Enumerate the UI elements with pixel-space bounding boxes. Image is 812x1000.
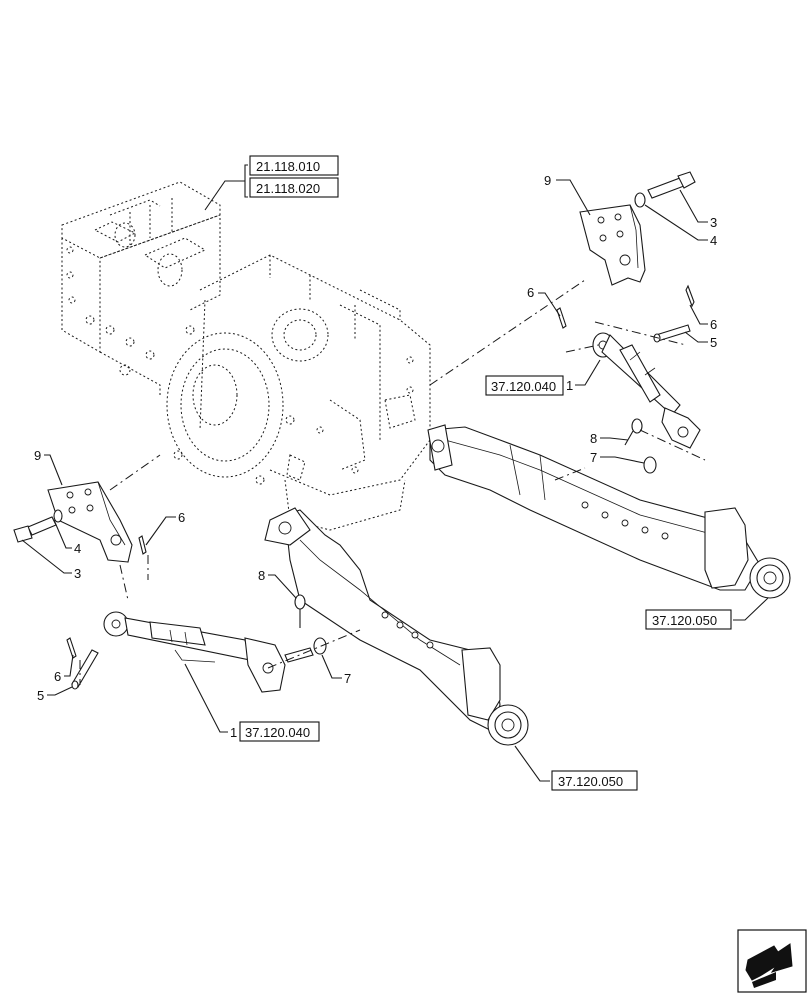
linch-pin-left: [294, 594, 306, 628]
callout-1-left: 1: [230, 725, 237, 740]
callout-9-right: 9: [544, 173, 551, 188]
callout-6-left-b: 6: [54, 669, 61, 684]
callout-8-right: 8: [590, 431, 597, 446]
lower-arm-left: [264, 507, 529, 746]
leader-lines: [21, 164, 769, 782]
callout-6-right-a: 6: [527, 285, 534, 300]
callout-4-right: 4: [710, 233, 717, 248]
callout-3-right: 3: [710, 215, 717, 230]
reference-37-120-040-right[interactable]: 37.120.040: [485, 375, 564, 396]
washer-right: [643, 456, 657, 474]
callout-8-left: 8: [258, 568, 265, 583]
clip-left-upper: [138, 535, 147, 555]
callouts: 9 3 4 6 6 5 1 8 7 9 4 3 6 8 6 5 7 1: [34, 173, 717, 740]
clip-right-upper: [685, 284, 695, 308]
callout-5-left: 5: [37, 688, 44, 703]
lower-arm-right: [427, 424, 791, 599]
linch-pin-right: [624, 418, 643, 446]
reference-37-120-040-left[interactable]: 37.120.040: [239, 721, 320, 742]
callout-6-left-a: 6: [178, 510, 185, 525]
callout-1-right: 1: [566, 378, 573, 393]
callout-9-left: 9: [34, 448, 41, 463]
callout-5-right: 5: [710, 335, 717, 350]
reference-37-120-050-right-text: 37.120.050: [652, 613, 717, 628]
reference-37-120-040-left-text: 37.120.040: [245, 725, 310, 740]
reference-37-120-050-right[interactable]: 37.120.050: [645, 609, 732, 630]
reference-21-118-020-text: 21.118.020: [256, 181, 320, 196]
next-page-arrow-icon[interactable]: [737, 929, 807, 993]
pin-left: [71, 649, 99, 690]
reference-21-118-020[interactable]: 21.118.020: [249, 177, 339, 198]
bolt-left: [13, 509, 63, 543]
callout-4-left: 4: [74, 541, 81, 556]
callout-7-right: 7: [590, 450, 597, 465]
top-link-right: [592, 332, 701, 449]
top-link-left: [103, 611, 314, 693]
bolt-right: [634, 171, 696, 208]
clip-right-left: [556, 307, 567, 329]
reference-37-120-050-left-text: 37.120.050: [558, 774, 623, 789]
bracket-left: [47, 481, 133, 563]
reference-21-118-010-text: 21.118.010: [256, 159, 320, 174]
callout-3-left: 3: [74, 566, 81, 581]
callout-7-left: 7: [344, 671, 351, 686]
center-lines: [79, 279, 706, 685]
callout-6-right-b: 6: [710, 317, 717, 332]
reference-21-118-010[interactable]: 21.118.010: [249, 155, 339, 176]
reference-37-120-050-left[interactable]: 37.120.050: [551, 770, 638, 791]
reference-37-120-040-right-text: 37.120.040: [491, 379, 556, 394]
transmission-housing: [61, 181, 431, 531]
bracket-right: [579, 204, 646, 286]
washer-left: [313, 637, 327, 655]
clip-left-lower: [66, 637, 77, 659]
pin-right: [653, 324, 691, 343]
